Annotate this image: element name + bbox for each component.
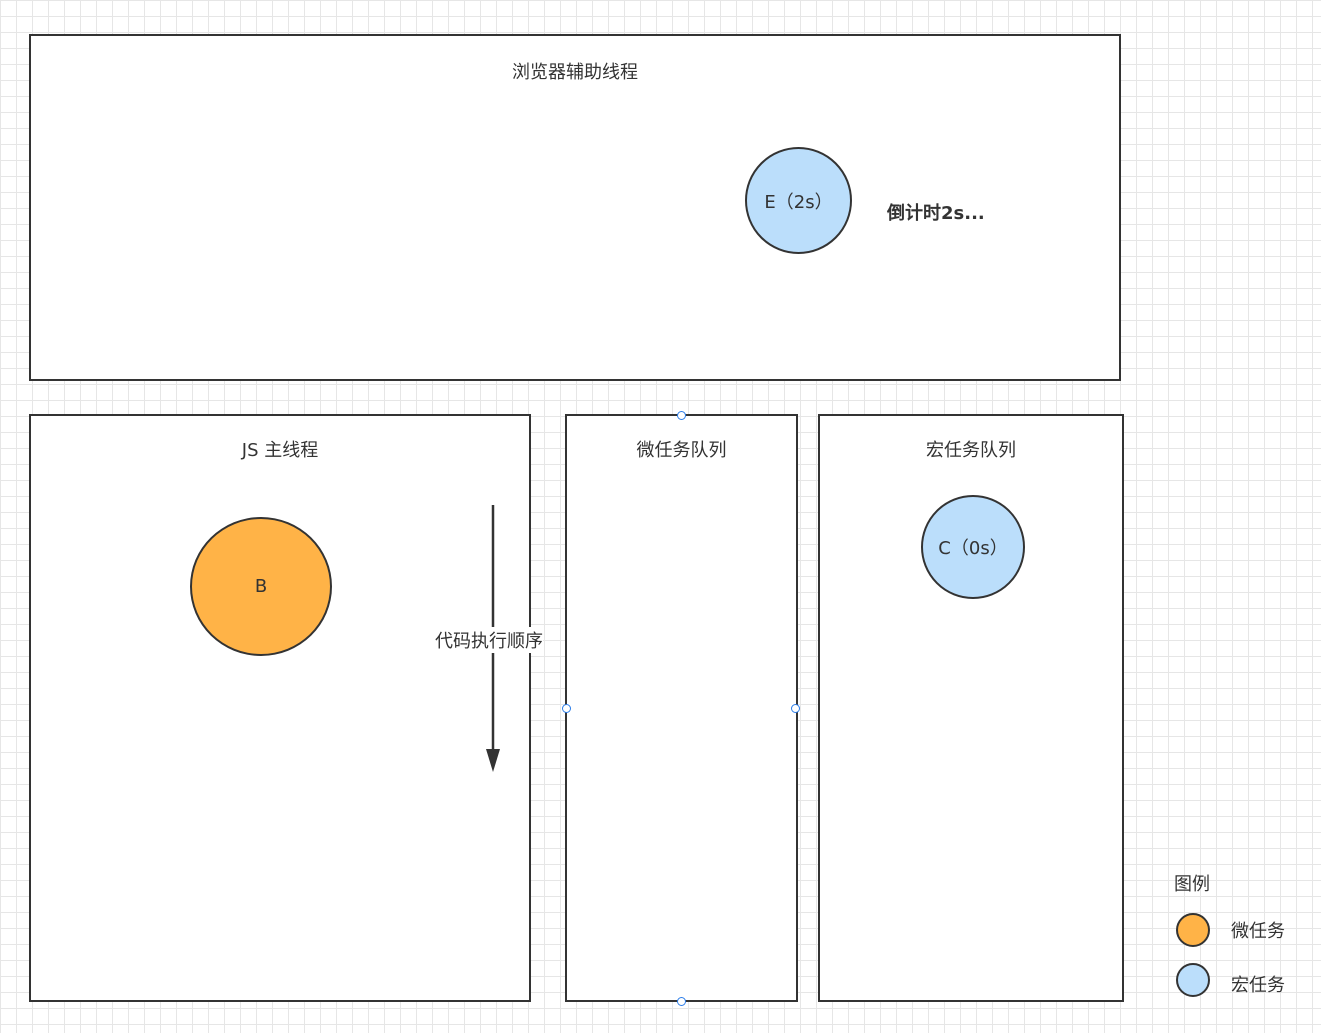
legend-macro-task-swatch [1176, 963, 1210, 997]
resize-handle-left[interactable] [562, 704, 571, 713]
legend-title: 图例 [1174, 874, 1210, 895]
js-main-thread-box[interactable]: JS 主线程 [29, 414, 531, 1002]
js-main-thread-title: JS 主线程 [241, 440, 319, 461]
legend-micro-task-label: 微任务 [1231, 921, 1285, 942]
execution-order-label: 代码执行顺序 [435, 627, 543, 653]
browser-thread-title: 浏览器辅助线程 [512, 62, 638, 83]
micro-task-node-b[interactable]: B [190, 517, 332, 656]
resize-handle-top[interactable] [677, 411, 686, 420]
resize-handle-bottom[interactable] [677, 997, 686, 1006]
timer-task-node-e[interactable]: E（2s） [745, 147, 852, 254]
macro-task-node-c[interactable]: C（0s） [921, 495, 1025, 599]
browser-thread-box[interactable]: 浏览器辅助线程 [29, 34, 1121, 381]
micro-task-queue-box[interactable]: 微任务队列 [565, 414, 798, 1002]
countdown-label: 倒计时2s... [887, 203, 985, 224]
legend-macro-task-label: 宏任务 [1231, 975, 1285, 996]
resize-handle-right[interactable] [791, 704, 800, 713]
legend-micro-task-swatch [1176, 913, 1210, 947]
micro-task-queue-title: 微任务队列 [636, 440, 727, 461]
macro-task-queue-title: 宏任务队列 [926, 440, 1016, 461]
